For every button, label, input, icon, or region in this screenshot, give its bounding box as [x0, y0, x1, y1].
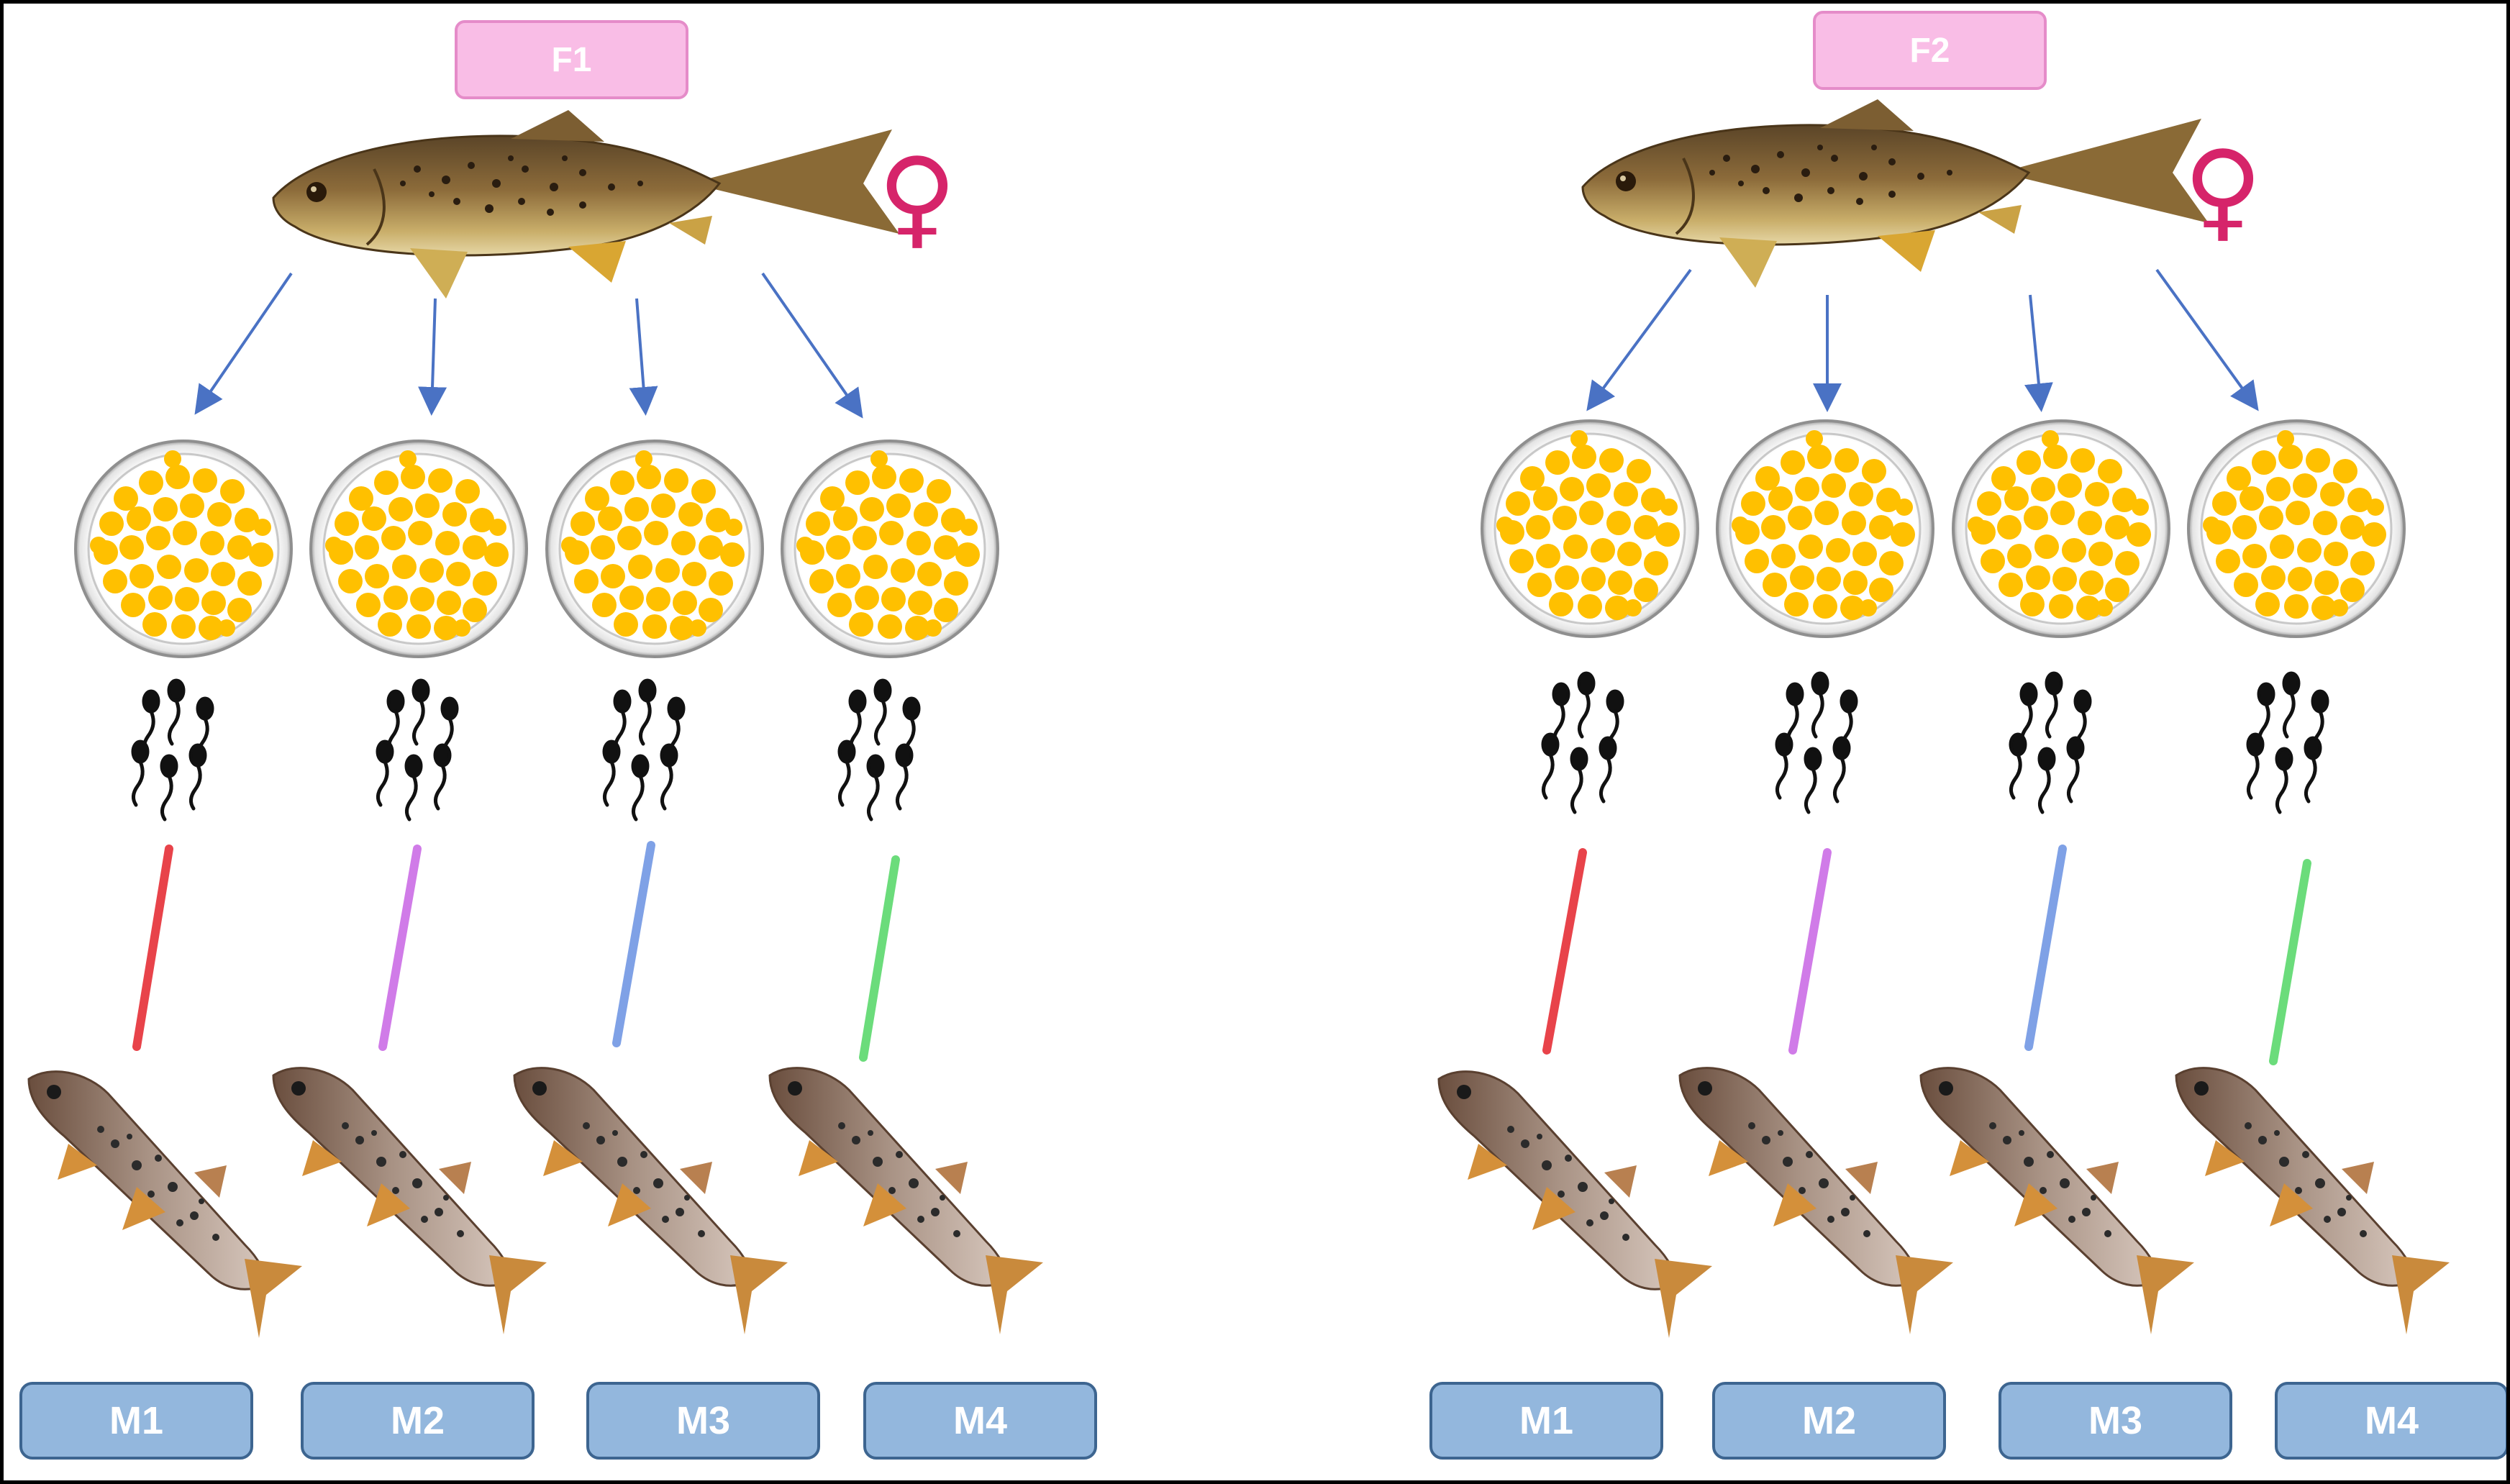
female-symbol-icon: ♀: [878, 135, 957, 260]
male-label-m4: M4: [863, 1382, 1097, 1460]
male-trout-icon: [272, 1067, 548, 1336]
male-label-m2: M2: [1712, 1382, 1946, 1460]
petri-dish-eggs-icon: [1716, 419, 1934, 638]
group-f2: [1437, 98, 2451, 1339]
pipette-icon: [132, 845, 173, 1051]
female-trout-icon: [1581, 98, 2210, 289]
female-label-f2: F2: [1813, 11, 2047, 90]
male-trout-icon: [513, 1067, 789, 1336]
sperm-icon: [604, 680, 683, 819]
petri-dish-eggs-icon: [781, 440, 999, 658]
pipette-icon: [612, 841, 655, 1047]
male-label-m4: M4: [2275, 1382, 2506, 1460]
male-trout-icon: [2175, 1067, 2451, 1336]
pipette-icon: [1788, 848, 1832, 1055]
male-label-m1: M1: [19, 1382, 253, 1460]
male-label-m2: M2: [301, 1382, 535, 1460]
pipette-icon: [859, 855, 900, 1062]
sperm-icon: [378, 680, 457, 819]
female-symbol-icon: ♀: [2183, 128, 2263, 253]
male-label-m3: M3: [586, 1382, 820, 1460]
male-trout-icon: [27, 1070, 304, 1339]
female-label-f1: F1: [455, 20, 688, 99]
pipette-icon: [2024, 845, 2067, 1051]
sperm-icon: [1777, 673, 1856, 812]
male-trout-icon: [1437, 1070, 1714, 1339]
petri-dish-eggs-icon: [309, 440, 528, 658]
group-f1: [27, 109, 1045, 1339]
petri-dish-eggs-icon: [2187, 419, 2406, 638]
sperm-icon: [2011, 673, 2090, 812]
male-label-m1: M1: [1429, 1382, 1663, 1460]
female-trout-icon: [272, 109, 901, 300]
crossing-diagram: [27, 98, 2451, 1339]
male-trout-icon: [1919, 1067, 2196, 1336]
male-trout-icon: [1678, 1067, 1955, 1336]
male-label-m3: M3: [1999, 1382, 2232, 1460]
petri-dish-eggs-icon: [545, 440, 764, 658]
sperm-icon: [1543, 673, 1622, 812]
petri-dish-eggs-icon: [1952, 419, 2170, 638]
petri-dish-eggs-icon: [1481, 419, 1699, 638]
sperm-icon: [133, 680, 212, 819]
sperm-icon: [2248, 673, 2327, 812]
sperm-icon: [840, 680, 919, 819]
pipette-icon: [1542, 848, 1587, 1055]
pipette-icon: [2269, 859, 2311, 1065]
petri-dish-eggs-icon: [74, 440, 293, 658]
pipette-icon: [378, 845, 422, 1051]
male-trout-icon: [768, 1067, 1045, 1336]
